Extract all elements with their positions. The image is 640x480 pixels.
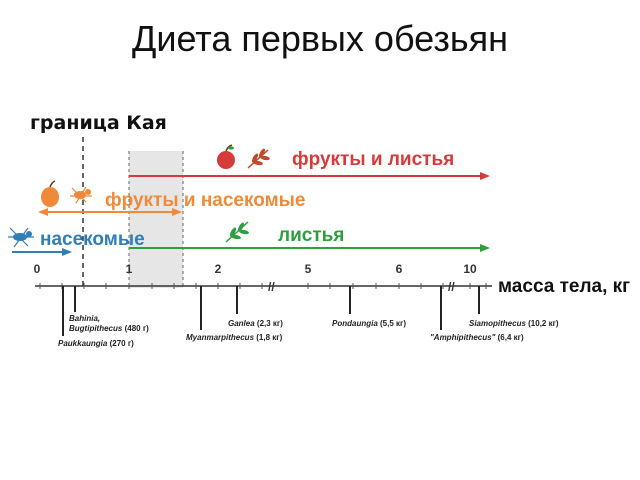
tick-label-2: 2 [215, 262, 222, 276]
species-label-amphipithecus: "Amphipithecus" (6,4 кг) [430, 333, 524, 342]
insect-icon [70, 186, 92, 204]
shaded-region [129, 151, 183, 288]
species-name-amphipithecus: "Amphipithecus" [430, 333, 496, 342]
species-mass-pondaungia: (5,5 кг) [380, 319, 406, 328]
species-mass-bugtipithecus: (480 г) [125, 324, 150, 333]
tick-label-6: 6 [396, 262, 403, 276]
range-label-insects: насекомые [40, 229, 145, 250]
species-name-siamopithecus: Siamopithecus [469, 319, 526, 328]
tick-label-5: 5 [305, 262, 312, 276]
axis-title: масса тела, кг [498, 276, 630, 297]
range-arrow-right-fruits-insects [172, 208, 182, 216]
species-label-pondaungia: Pondaungia (5,5 кг) [332, 319, 406, 328]
tick-label-0: 0 [34, 262, 41, 276]
range-arrow-leaves [480, 244, 490, 252]
insect-icon [8, 227, 34, 248]
species-mass-myanmarpithecus: (1,8 кг) [256, 333, 282, 342]
tick-label-10: 10 [463, 262, 477, 276]
species-label-myanmarpithecus: Myanmarpithecus (1,8 кг) [186, 333, 283, 342]
species-name-pondaungia: Pondaungia [332, 319, 378, 328]
species-label-ganlea: Ganlea (2,3 кг) [228, 319, 283, 328]
species-name-paukkaungia: Paukkaungia [58, 339, 108, 348]
species-mass-paukkaungia: (270 г) [110, 339, 135, 348]
species-name-ganlea: Ganlea [228, 319, 255, 328]
range-label-fruits-insects: фрукты и насекомые [105, 190, 305, 211]
apple-icon [41, 180, 59, 207]
range-arrow-left-fruits-insects [38, 208, 48, 216]
kay-boundary-label: граница Кая [30, 112, 167, 134]
axis-break-mark: // [268, 280, 275, 294]
species-mass-amphipithecus: (6,4 кг) [498, 333, 524, 342]
leaf-icon [247, 148, 270, 169]
species-label-bugtipithecus-name: Bugtipithecus [69, 324, 123, 333]
page-title: Диета первых обезьян [131, 18, 509, 59]
species-label-bahinia: Bahinia, [69, 314, 100, 323]
axis-break-mark: // [448, 280, 455, 294]
species-mass-ganlea: (2,3 кг) [257, 319, 283, 328]
species-label-siamopithecus: Siamopithecus (10,2 кг) [469, 319, 559, 328]
apple-icon [217, 144, 235, 169]
range-label-leaves: листья [278, 225, 344, 246]
species-label-bugtipithecus: Bugtipithecus (480 г) [69, 324, 149, 333]
range-label-fruits-leaves: фрукты и листья [292, 149, 454, 170]
range-arrow-fruits-leaves [480, 172, 490, 180]
species-label-paukkaungia: Paukkaungia (270 г) [58, 339, 134, 348]
species-name-myanmarpithecus: Myanmarpithecus [186, 333, 255, 342]
range-arrow-insects [62, 248, 72, 256]
species-mass-siamopithecus: (10,2 кг) [528, 319, 559, 328]
tick-label-1: 1 [126, 262, 133, 276]
leaf-icon [225, 221, 249, 243]
